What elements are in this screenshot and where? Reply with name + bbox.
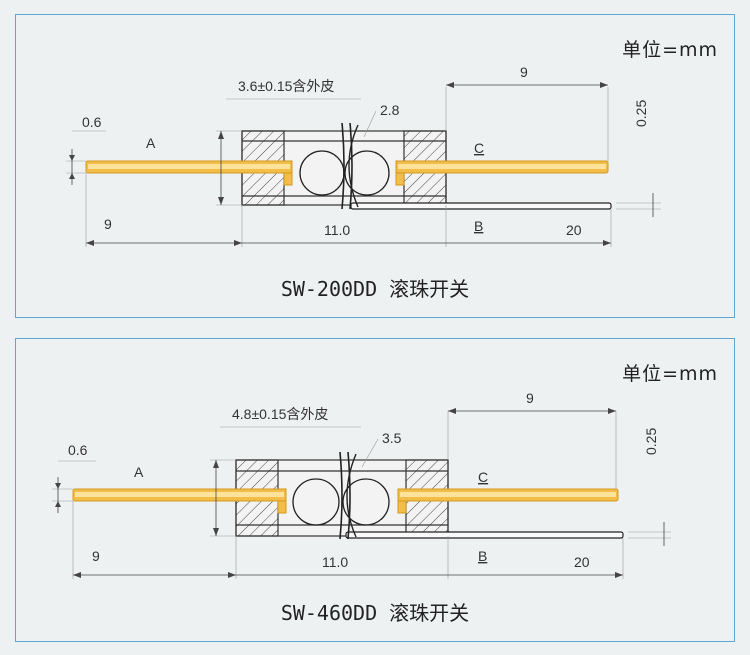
label-bottom-len: 20 (574, 554, 590, 570)
ball-right (344, 150, 390, 196)
label-b: B (474, 218, 483, 234)
caption: SW-200DD 滚珠开关 (280, 277, 470, 301)
switch-drawing-sw460dd: A C B 4.8±0.15含外皮 3.5 0.6 9 11.0 9 20 0.… (52, 390, 671, 579)
label-pin: 3.5 (382, 430, 402, 446)
label-body-len: 11.0 (324, 222, 350, 238)
label-right-len: 9 (520, 64, 528, 80)
switch-drawing-sw200dd: A C B 3.6±0.15含外皮 2.8 0.6 9 11.0 9 20 0.… (66, 64, 661, 247)
label-c: C (474, 140, 484, 156)
unit-label: 单位=mm (622, 39, 718, 61)
label-left-len: 9 (104, 216, 112, 232)
label-lead-thick: 0.6 (82, 114, 102, 130)
label-b: B (478, 548, 487, 564)
label-left-len: 9 (92, 548, 100, 564)
label-dia: 3.6±0.15含外皮 (238, 78, 334, 94)
lead-b (350, 202, 612, 210)
label-dia: 4.8±0.15含外皮 (232, 406, 328, 422)
label-bottom-len: 20 (566, 222, 582, 238)
label-lead-thick: 0.6 (68, 442, 88, 458)
ball-right (342, 478, 390, 526)
label-pin: 2.8 (380, 102, 400, 118)
label-b-thick: 0.25 (633, 100, 649, 127)
label-b-thick: 0.25 (643, 428, 659, 455)
diagram-panel-sw460dd: 单位=mm (15, 338, 735, 642)
unit-label: 单位=mm (622, 363, 718, 385)
label-right-len: 9 (526, 390, 534, 406)
label-c: C (478, 469, 488, 485)
wrap-wire (339, 451, 343, 540)
label-a: A (134, 464, 144, 480)
diagram-panel-sw200dd: 单位=mm (15, 14, 735, 318)
lead-b (345, 531, 624, 539)
wrap-wire (341, 122, 345, 210)
ball-left (292, 478, 340, 526)
label-body-len: 11.0 (322, 554, 348, 570)
label-a: A (146, 135, 156, 151)
caption: SW-460DD 滚珠开关 (280, 601, 470, 625)
